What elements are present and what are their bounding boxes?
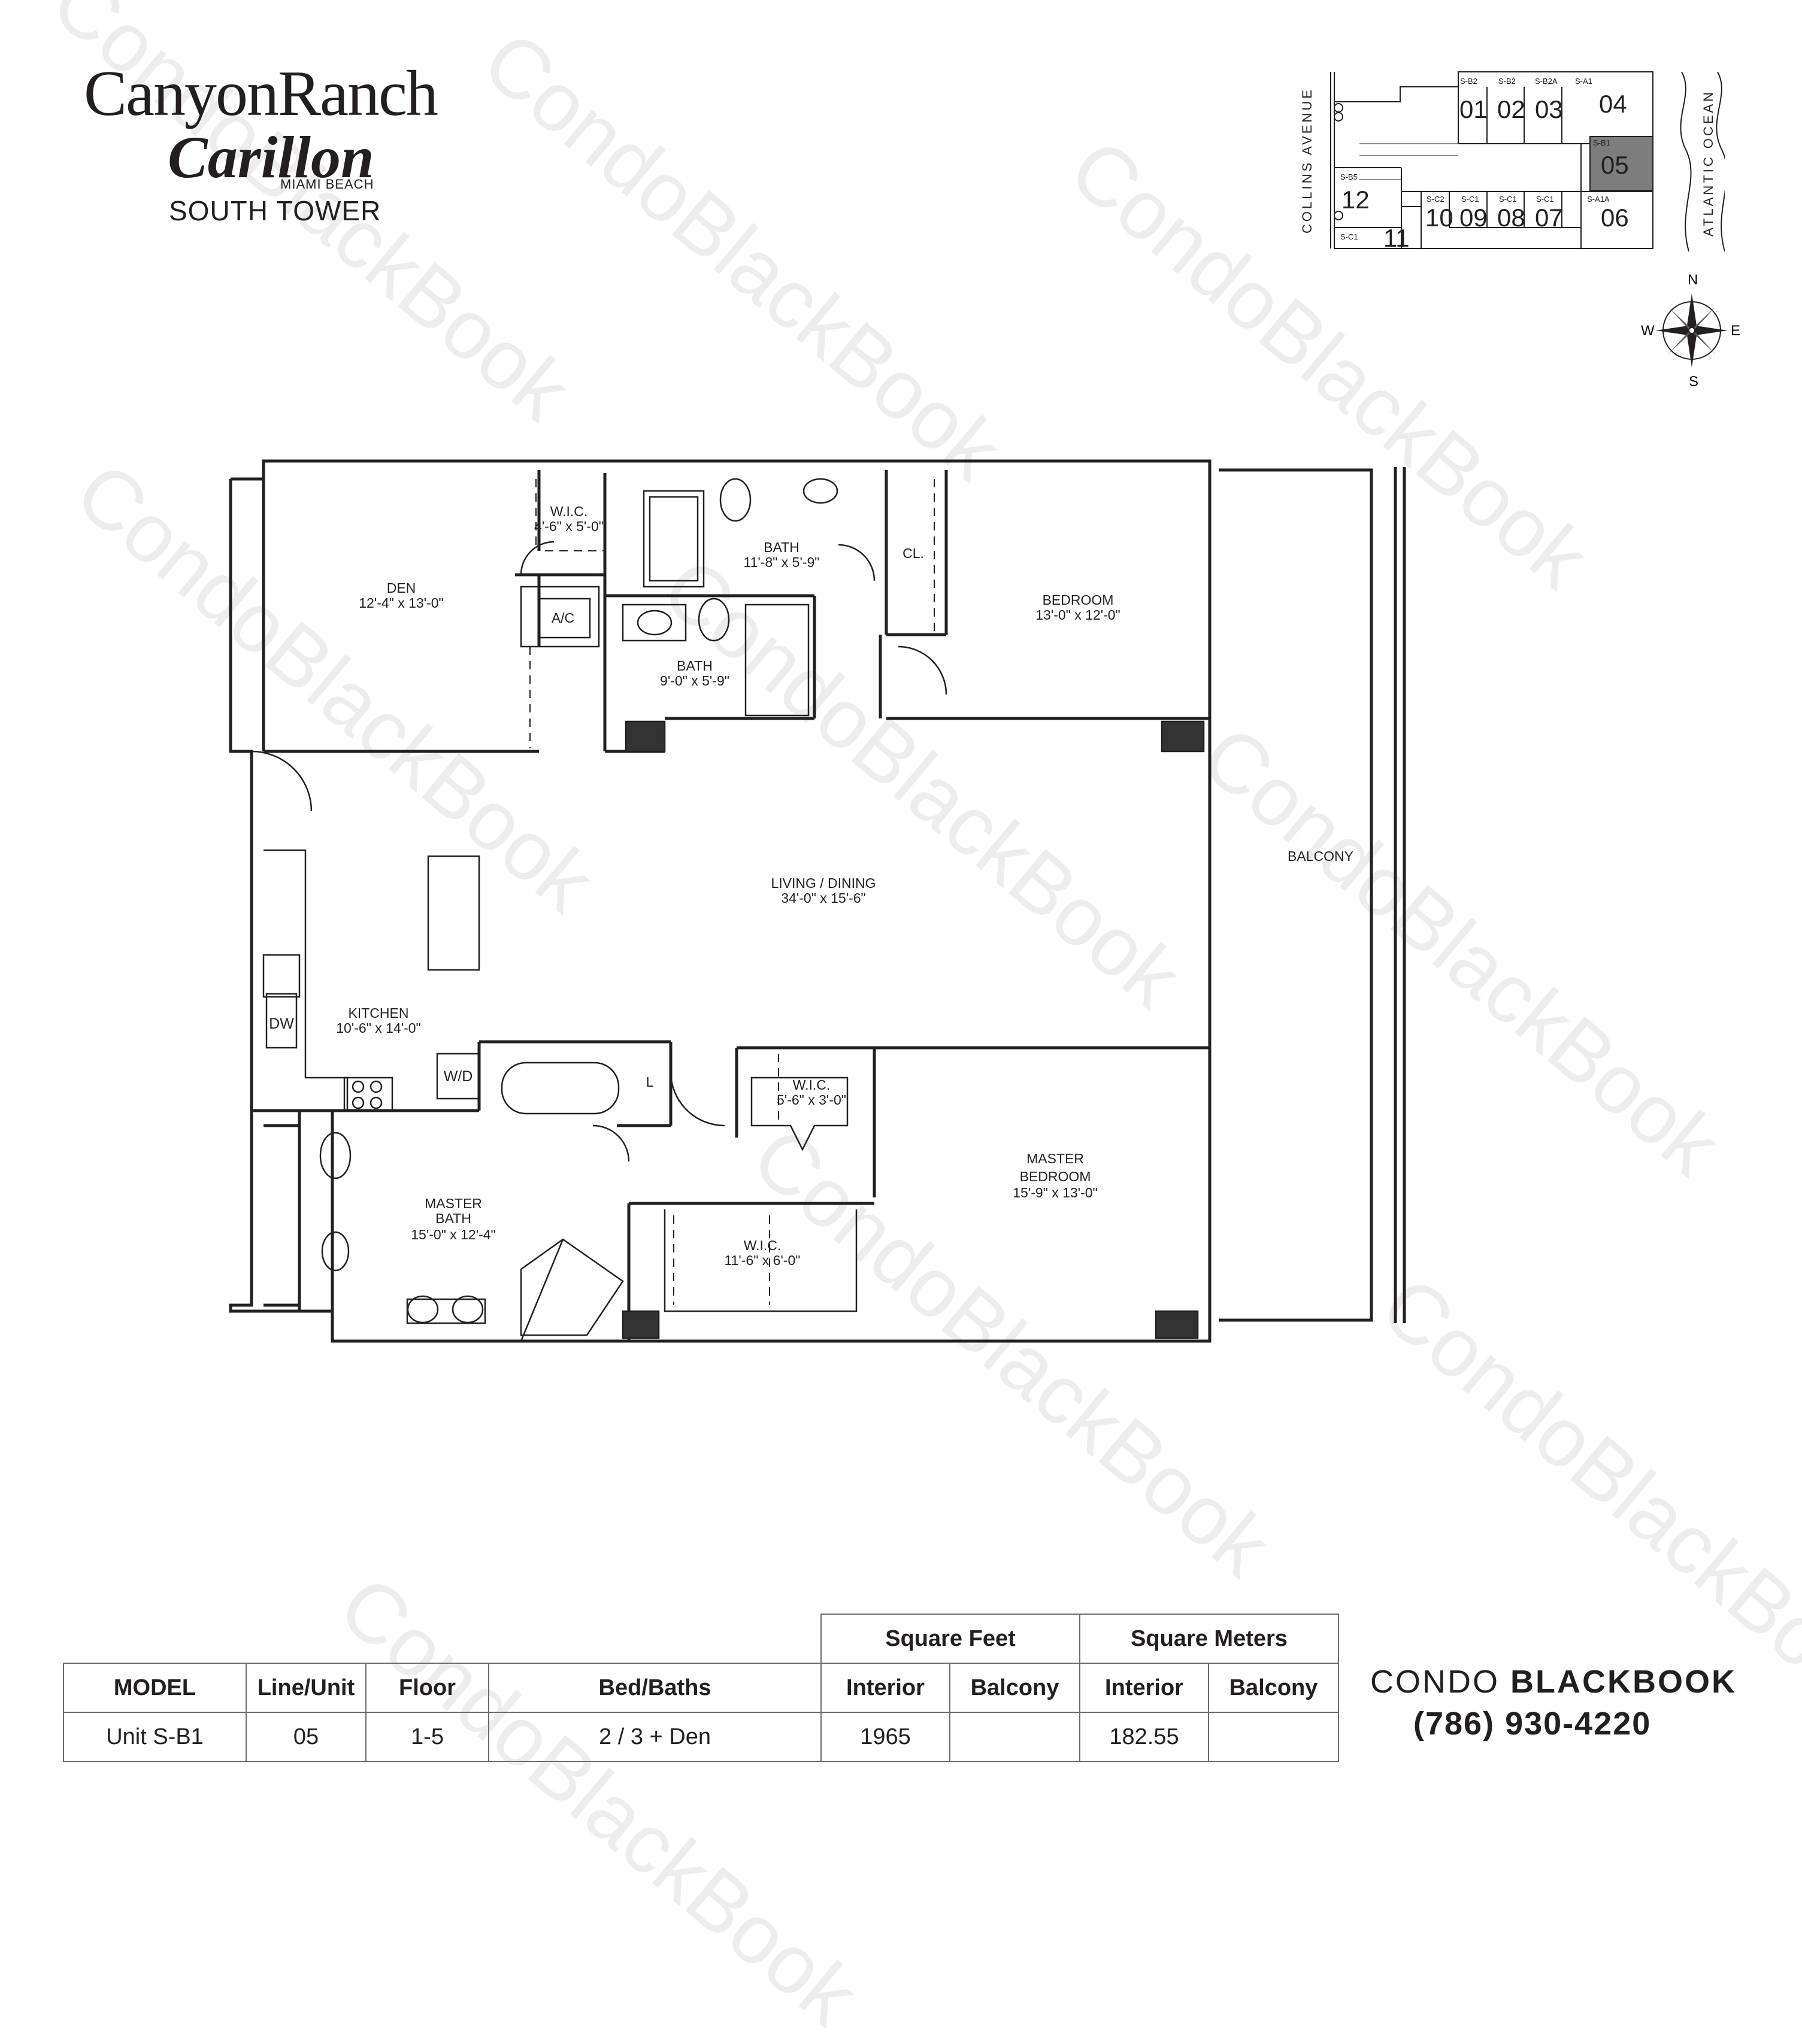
spec-header: MODEL (63, 1663, 247, 1713)
room-dw-label: DW (269, 1015, 294, 1032)
keyplan-unit-model: S-C1 (1461, 195, 1479, 204)
spec-cell-model: Unit S-B1 (63, 1712, 247, 1762)
keyplan-unit-model: S-C1 (1499, 195, 1517, 204)
room-kitchen-name: KITCHEN (349, 1005, 409, 1021)
spec-header: Balcony (1208, 1663, 1339, 1713)
keyplan-unit-model: S-A1 (1575, 77, 1592, 86)
spec-header-row: MODEL Line/Unit Floor Bed/Baths Interior… (63, 1663, 1339, 1713)
room-living-dim: 34'-0" x 15'-6" (781, 890, 865, 906)
spec-cell-bed-baths: 2 / 3 + Den (488, 1712, 822, 1762)
room-bath1-dim: 11'-8" x 5'-9" (744, 554, 820, 570)
contact-brand-light: CONDO (1370, 1664, 1500, 1700)
room-wic3-name: W.I.C. (744, 1238, 782, 1253)
keyplan-unit-number: 09 (1459, 204, 1488, 232)
keyplan-unit-number: 06 (1601, 204, 1629, 232)
room-den-dim: 12'-4" x 13'-0" (359, 595, 443, 611)
room-bath1-name: BATH (764, 539, 799, 555)
keyplan-unit-model: S-C2 (1427, 195, 1444, 204)
room-balcony-label: BALCONY (1288, 848, 1353, 864)
keyplan-unit-number: 05 (1601, 151, 1629, 179)
compass-south: S (1689, 374, 1698, 389)
keyplan-unit-model: S-A1A (1587, 195, 1610, 204)
keyplan-unit-model: S-B2 (1498, 77, 1516, 86)
room-master-bedroom-dim: 15'-9" x 13'-0" (1013, 1185, 1097, 1200)
contact-brand-bold: BLACKBOOK (1510, 1664, 1737, 1700)
brand-canyon-ranch: CanyonRanch (84, 58, 438, 129)
spec-header: Bed/Baths (488, 1663, 822, 1713)
keyplan-unit-model: S-B5 (1340, 172, 1358, 181)
table-row: Unit S-B1 05 1-5 2 / 3 + Den 1965 182.55 (63, 1712, 1339, 1762)
room-wic3-dim: 11'-6" x 6'-0" (725, 1253, 801, 1268)
floor-plan: DEN 12'-4" x 13'-0" W.I.C. 4'-6" x 5'-0"… (229, 459, 1406, 1343)
keyplan-unit-number: 07 (1535, 204, 1563, 232)
keyplan-unit-number: 03 (1535, 95, 1563, 123)
brand-miami-beach: MIAMI BEACH (280, 177, 374, 192)
room-bedroom-name: BEDROOM (1043, 592, 1114, 608)
room-master-bath-name1: MASTER (425, 1196, 482, 1211)
keyplan-unit-number: 01 (1459, 95, 1488, 123)
keyplan-unit-number: 12 (1341, 186, 1370, 214)
spec-header: Floor (365, 1663, 489, 1713)
spec-cell-sqm-balcony (1208, 1712, 1339, 1762)
spec-group-sqft: Square Feet (820, 1614, 1080, 1664)
compass-rose-icon: N S W E (1641, 272, 1740, 389)
spec-cell-sqft-balcony (949, 1712, 1080, 1762)
keyplan-unit-number: 10 (1425, 204, 1453, 232)
room-ac-label: A/C (552, 610, 574, 626)
keyplan-ocean-label: ATLANTIC OCEAN (1701, 90, 1716, 236)
room-bedroom-dim: 13'-0" x 12'-0" (1035, 607, 1120, 623)
room-den-name: DEN (387, 580, 416, 596)
room-kitchen-dim: 10'-6" x 14'-0" (336, 1020, 420, 1036)
spec-header: Interior (1079, 1663, 1209, 1713)
compass-west: W (1641, 323, 1655, 339)
compass-north: N (1688, 272, 1698, 288)
room-master-bedroom-name2: BEDROOM (1020, 1169, 1091, 1184)
contact-brand: CONDO BLACKBOOK (1370, 1663, 1737, 1700)
spec-header: Interior (820, 1663, 950, 1713)
spec-cell-sqft-interior: 1965 (820, 1712, 950, 1762)
room-master-bath-dim: 15'-0" x 12'-4" (411, 1227, 495, 1242)
spec-cell-sqm-interior: 182.55 (1079, 1712, 1209, 1762)
keyplan-unit-05-highlight (1589, 136, 1653, 191)
keyplan-street-label: COLLINS AVENUE (1300, 87, 1315, 233)
room-wic1-name: W.I.C. (550, 504, 588, 519)
room-bath2-dim: 9'-0" x 5'-9" (660, 673, 729, 689)
spec-cell-line: 05 (246, 1712, 367, 1762)
keyplan-unit-model: S-B1 (1593, 138, 1610, 147)
room-bath2-name: BATH (677, 658, 713, 674)
room-master-bedroom-name1: MASTER (1026, 1151, 1084, 1166)
brand-south-tower: SOUTH TOWER (169, 195, 381, 226)
room-living-name: LIVING / DINING (771, 875, 876, 891)
room-closet-label: CL. (902, 545, 924, 561)
room-wic2-name: W.I.C. (793, 1077, 831, 1093)
room-wic2-dim: 5'-6" x 3'-0" (777, 1092, 846, 1108)
room-wic1-dim: 4'-6" x 5'-0" (534, 518, 604, 534)
key-plan: COLLINS AVENUE S-B1 05 S-B2 01 S-B2 02 S… (1300, 71, 1725, 252)
room-master-bath-name2: BATH (435, 1211, 471, 1226)
keyplan-unit-model: S-C1 (1536, 195, 1554, 204)
spec-group-sqm: Square Meters (1079, 1614, 1339, 1664)
spec-cell-floor: 1-5 (365, 1712, 489, 1762)
keyplan-unit-number: 11 (1383, 224, 1410, 252)
balcony-outline (1219, 468, 1373, 1322)
keyplan-unit-number: 08 (1497, 204, 1525, 232)
spec-group-row: Square Feet Square Meters (63, 1614, 1339, 1664)
compass-east: E (1731, 323, 1740, 339)
spec-header: Line/Unit (246, 1663, 367, 1713)
brand-carillon: Carillon (168, 124, 374, 190)
spec-header: Balcony (949, 1663, 1080, 1713)
keyplan-unit-model: S-B2 (1460, 77, 1477, 86)
room-linen-label: L (646, 1074, 654, 1090)
keyplan-unit-model: S-B2A (1535, 77, 1558, 86)
keyplan-unit-number: 04 (1599, 90, 1627, 118)
keyplan-unit-model: S-C1 (1340, 232, 1358, 241)
contact-phone[interactable]: (786) 930-4220 (1413, 1706, 1652, 1742)
room-wd-label: W/D (444, 1068, 473, 1085)
unit-spec-table: Square Feet Square Meters MODEL Line/Uni… (63, 1614, 1339, 1762)
keyplan-unit-number: 02 (1497, 95, 1525, 123)
